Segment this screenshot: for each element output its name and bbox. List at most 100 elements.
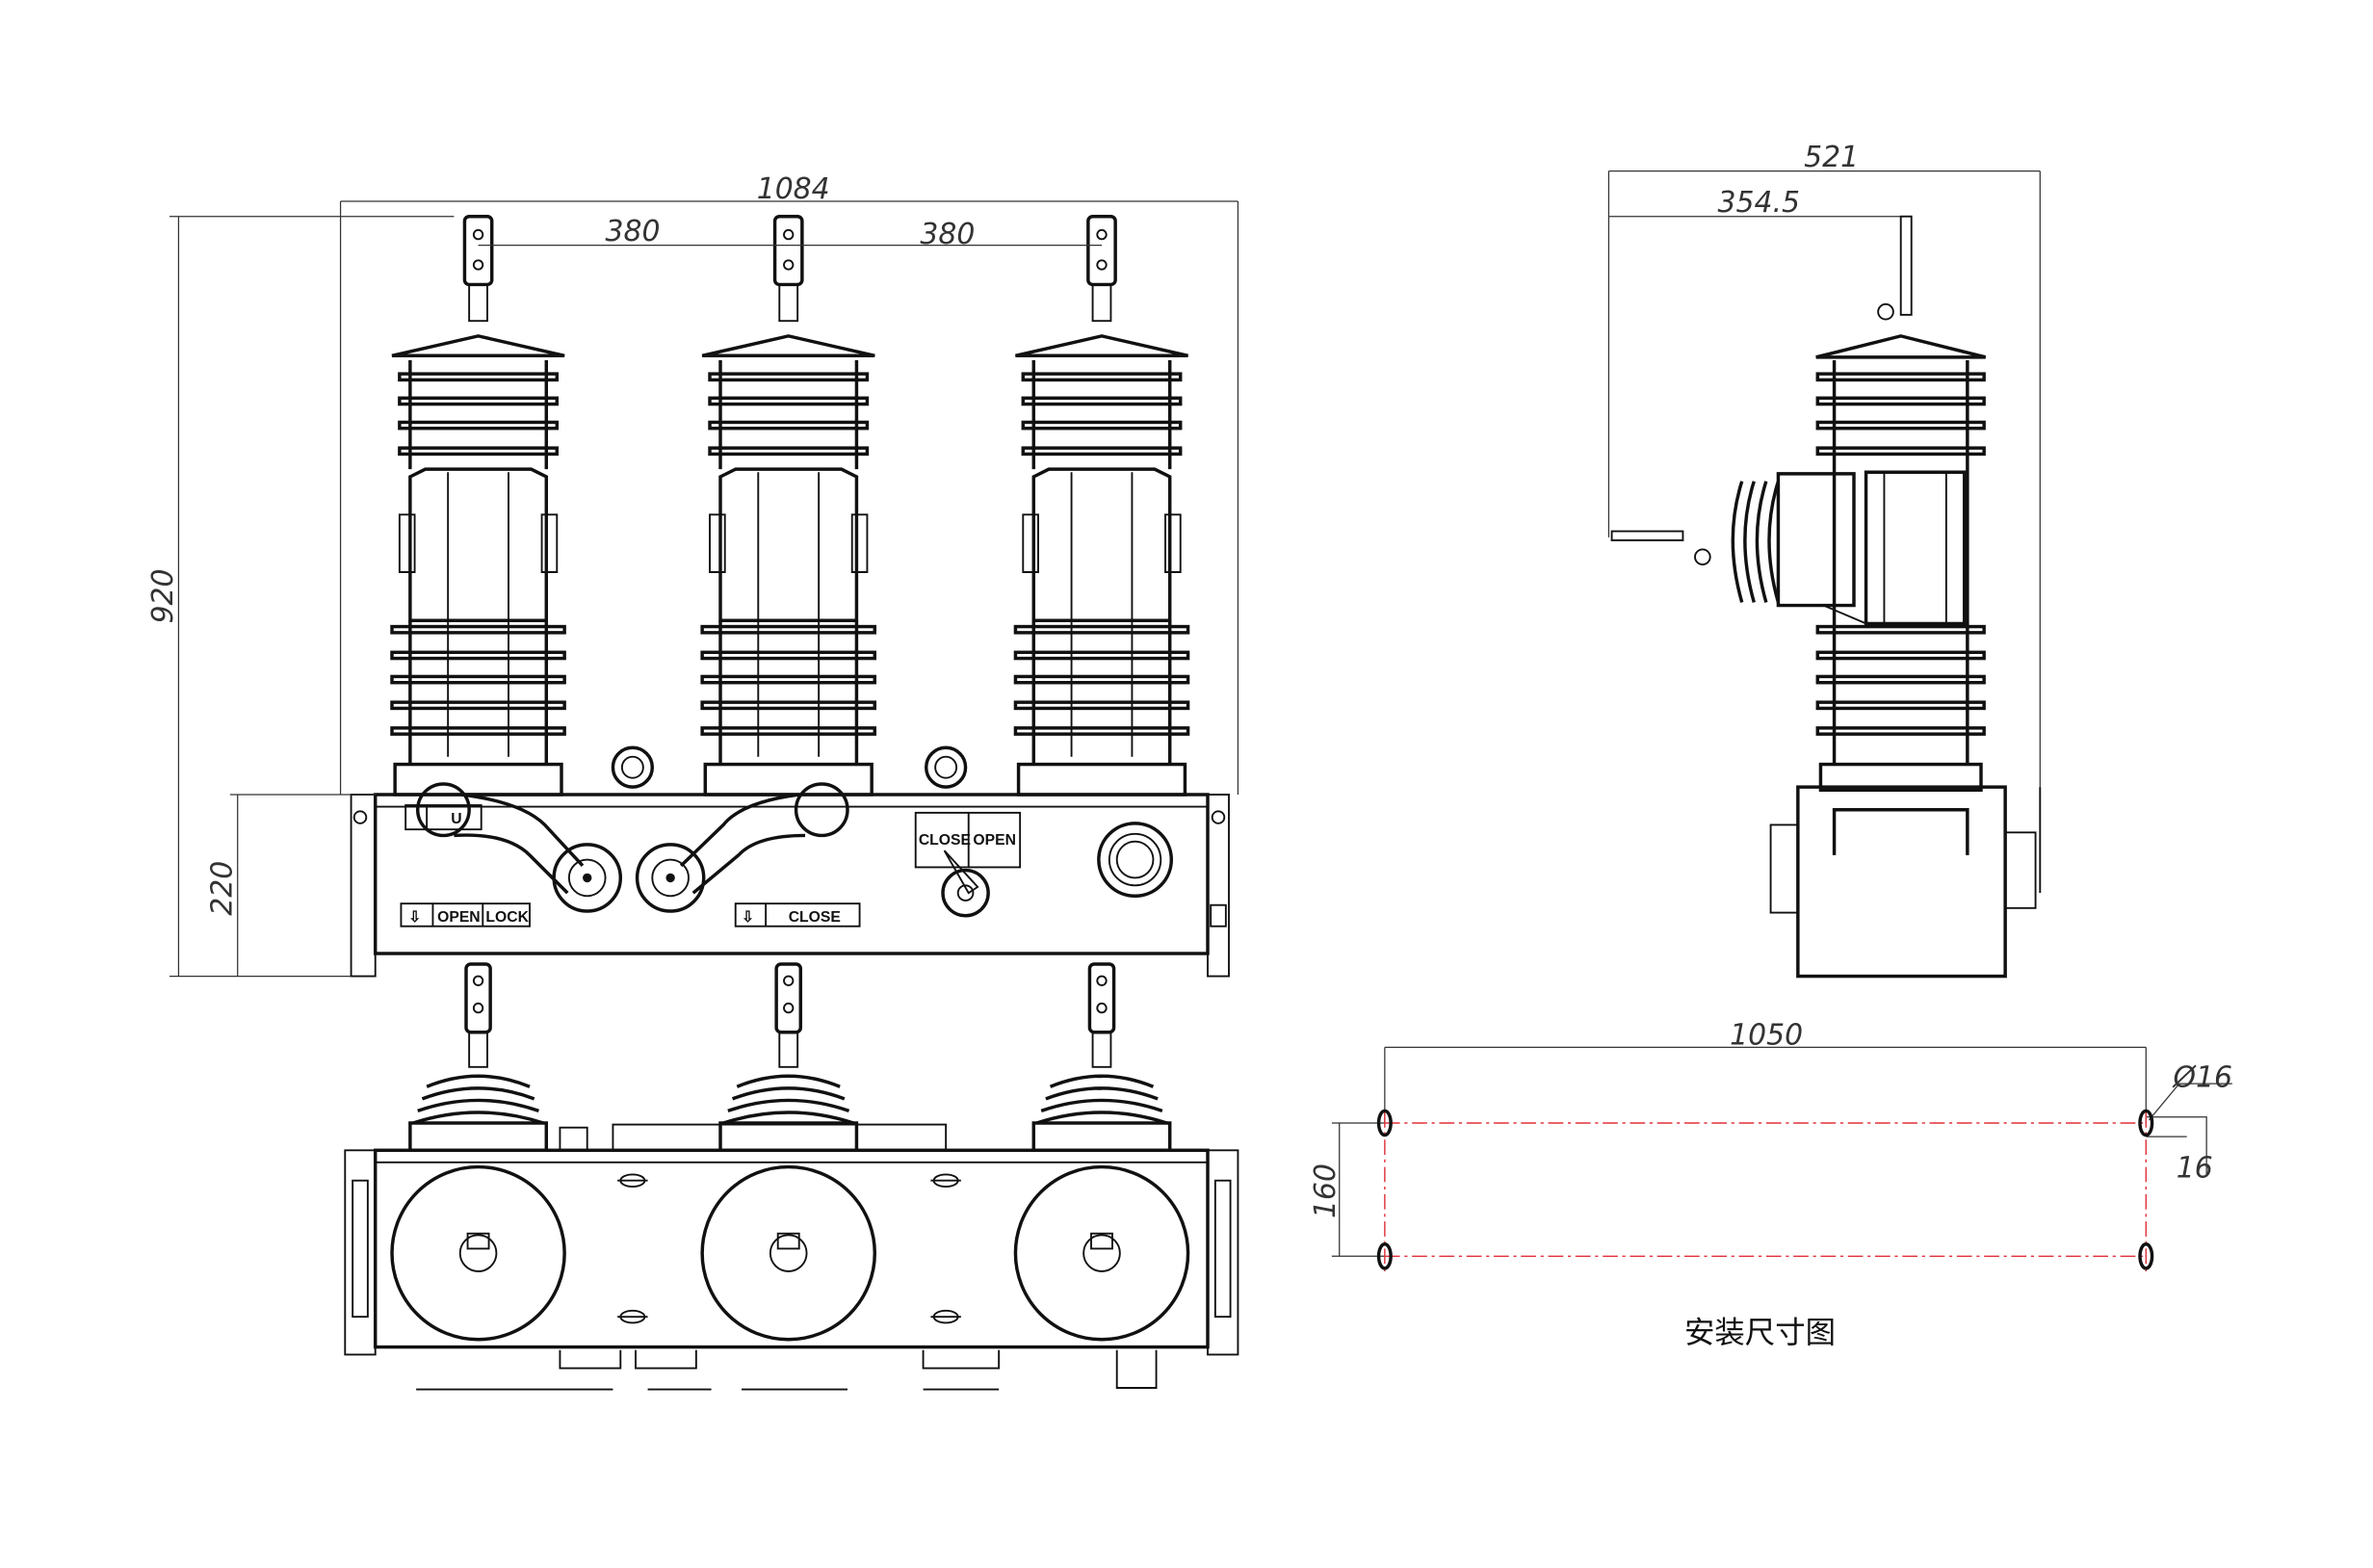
insulator-shed <box>1021 446 1183 457</box>
label-open-lock: ⇩ OPEN LOCK <box>400 902 531 928</box>
insulator-shed <box>1013 624 1190 635</box>
mounting-hole-icon <box>1376 1109 2154 1270</box>
bushing-shed <box>731 1086 846 1101</box>
pole-body <box>718 467 859 623</box>
insulator-shed <box>390 650 566 661</box>
crank-handle-right[interactable] <box>635 782 849 913</box>
label-close-text: CLOSE <box>789 909 841 926</box>
front-dimensions: 1084 380 380 920 220 <box>146 172 1239 978</box>
bushing-shed <box>1755 481 1768 603</box>
insulator-shed <box>700 650 877 661</box>
mounting-plan: 1050 160 Ø16 16 安装尺寸图 <box>1309 1018 2232 1350</box>
dim-380-left: 380 <box>606 215 661 248</box>
insulator-shed <box>700 726 877 736</box>
insulator-shed <box>390 726 566 736</box>
terminal-bottom <box>464 962 492 1034</box>
down-arrow-icon: ⇩ <box>408 909 421 926</box>
insulator-shed <box>1013 650 1190 661</box>
dim-16: 16 <box>2177 1152 2213 1186</box>
label-u: U <box>451 811 461 827</box>
label-upper-left: U <box>404 804 482 831</box>
dim-diameter-16: Ø16 <box>2172 1060 2232 1094</box>
insulator-shed <box>1815 624 1986 635</box>
label-lock: LOCK <box>485 909 529 926</box>
insulator-shed <box>1815 396 1986 406</box>
insulator-shed <box>700 700 877 711</box>
dim-1050: 1050 <box>1730 1018 1803 1052</box>
dim-521: 521 <box>1804 141 1859 174</box>
insulator-shed <box>700 674 877 685</box>
pole <box>1013 214 1190 1068</box>
insulator-shed <box>708 372 870 382</box>
dim-354-5: 354.5 <box>1718 186 1800 220</box>
insulator-shed <box>390 624 566 635</box>
pole-base <box>703 762 874 797</box>
terminal-bottom <box>1087 962 1116 1034</box>
pole-bottom-circle <box>390 1164 566 1342</box>
bushing-shed <box>1767 481 1781 603</box>
bushing-shed <box>1743 481 1756 603</box>
lifting-ring-icon <box>924 745 968 789</box>
dim-160: 160 <box>1309 1163 1343 1218</box>
bushing-shed <box>1049 1074 1155 1088</box>
insulator-shed <box>1013 726 1190 736</box>
bushing-shed <box>417 1098 539 1113</box>
insulator-shed <box>1815 700 1986 711</box>
insulator-shed <box>1815 726 1986 736</box>
side-view: 521 354.5 <box>1607 141 2042 979</box>
insulator-shed <box>1021 372 1183 382</box>
insulator-shed <box>1013 674 1190 685</box>
insulator-shed <box>700 624 877 635</box>
terminal-top <box>772 214 804 287</box>
pole-body <box>1031 467 1172 623</box>
pole-base <box>1016 762 1187 797</box>
insulator-shed <box>398 372 560 382</box>
bottom-view <box>344 1074 1239 1391</box>
selector-knob[interactable] <box>941 849 990 918</box>
insulator-shed <box>1013 700 1190 711</box>
insulator-shed <box>708 396 870 406</box>
label-open: OPEN <box>437 909 481 926</box>
insulator-shed <box>1815 650 1986 661</box>
insulator-shed <box>1815 372 1986 382</box>
insulator-shed <box>390 700 566 711</box>
dim-920: 920 <box>146 568 180 623</box>
pole-base <box>1818 762 1983 793</box>
pole-bottom-circle <box>1013 1164 1190 1342</box>
bottom-pole <box>1013 1074 1190 1342</box>
pole-body <box>408 467 549 623</box>
bottom-pole <box>390 1074 566 1342</box>
pole-base <box>393 762 563 797</box>
insulator-shed <box>708 446 870 457</box>
insulator-shed <box>390 674 566 685</box>
insulator-cap <box>391 334 565 358</box>
terminal-bottom <box>774 962 803 1034</box>
dim-1084: 1084 <box>757 172 830 206</box>
insulator-shed <box>1815 674 1986 685</box>
terminal-top <box>1086 214 1117 287</box>
bushing-shed <box>1045 1086 1159 1101</box>
insulator-shed <box>1021 420 1183 431</box>
position-indicator <box>1097 822 1174 899</box>
crank-handle-left[interactable] <box>415 782 623 913</box>
insulator-shed <box>398 396 560 406</box>
insulator-cap <box>1015 334 1188 358</box>
insulator-shed <box>1815 420 1986 431</box>
bushing-shed <box>722 1111 854 1125</box>
bushing-shed <box>421 1086 535 1101</box>
plate-close: CLOSE <box>919 832 971 849</box>
bushing-shed <box>1035 1111 1168 1125</box>
bushing-shed <box>412 1111 544 1125</box>
dim-220: 220 <box>205 861 239 916</box>
plate-open: OPEN <box>973 832 1016 849</box>
terminal-top <box>462 214 494 287</box>
insulator-shed <box>708 420 870 431</box>
drawing-title: 安装尺寸图 <box>1684 1316 1836 1350</box>
pole <box>390 214 566 1068</box>
bushing-shed <box>1040 1098 1163 1113</box>
insulator-cap <box>1815 334 1987 359</box>
bushing-shed <box>727 1098 850 1113</box>
bushing-shed <box>1731 481 1744 603</box>
close-open-plate: CLOSE OPEN <box>914 811 1022 869</box>
insulator-shed <box>398 446 560 457</box>
